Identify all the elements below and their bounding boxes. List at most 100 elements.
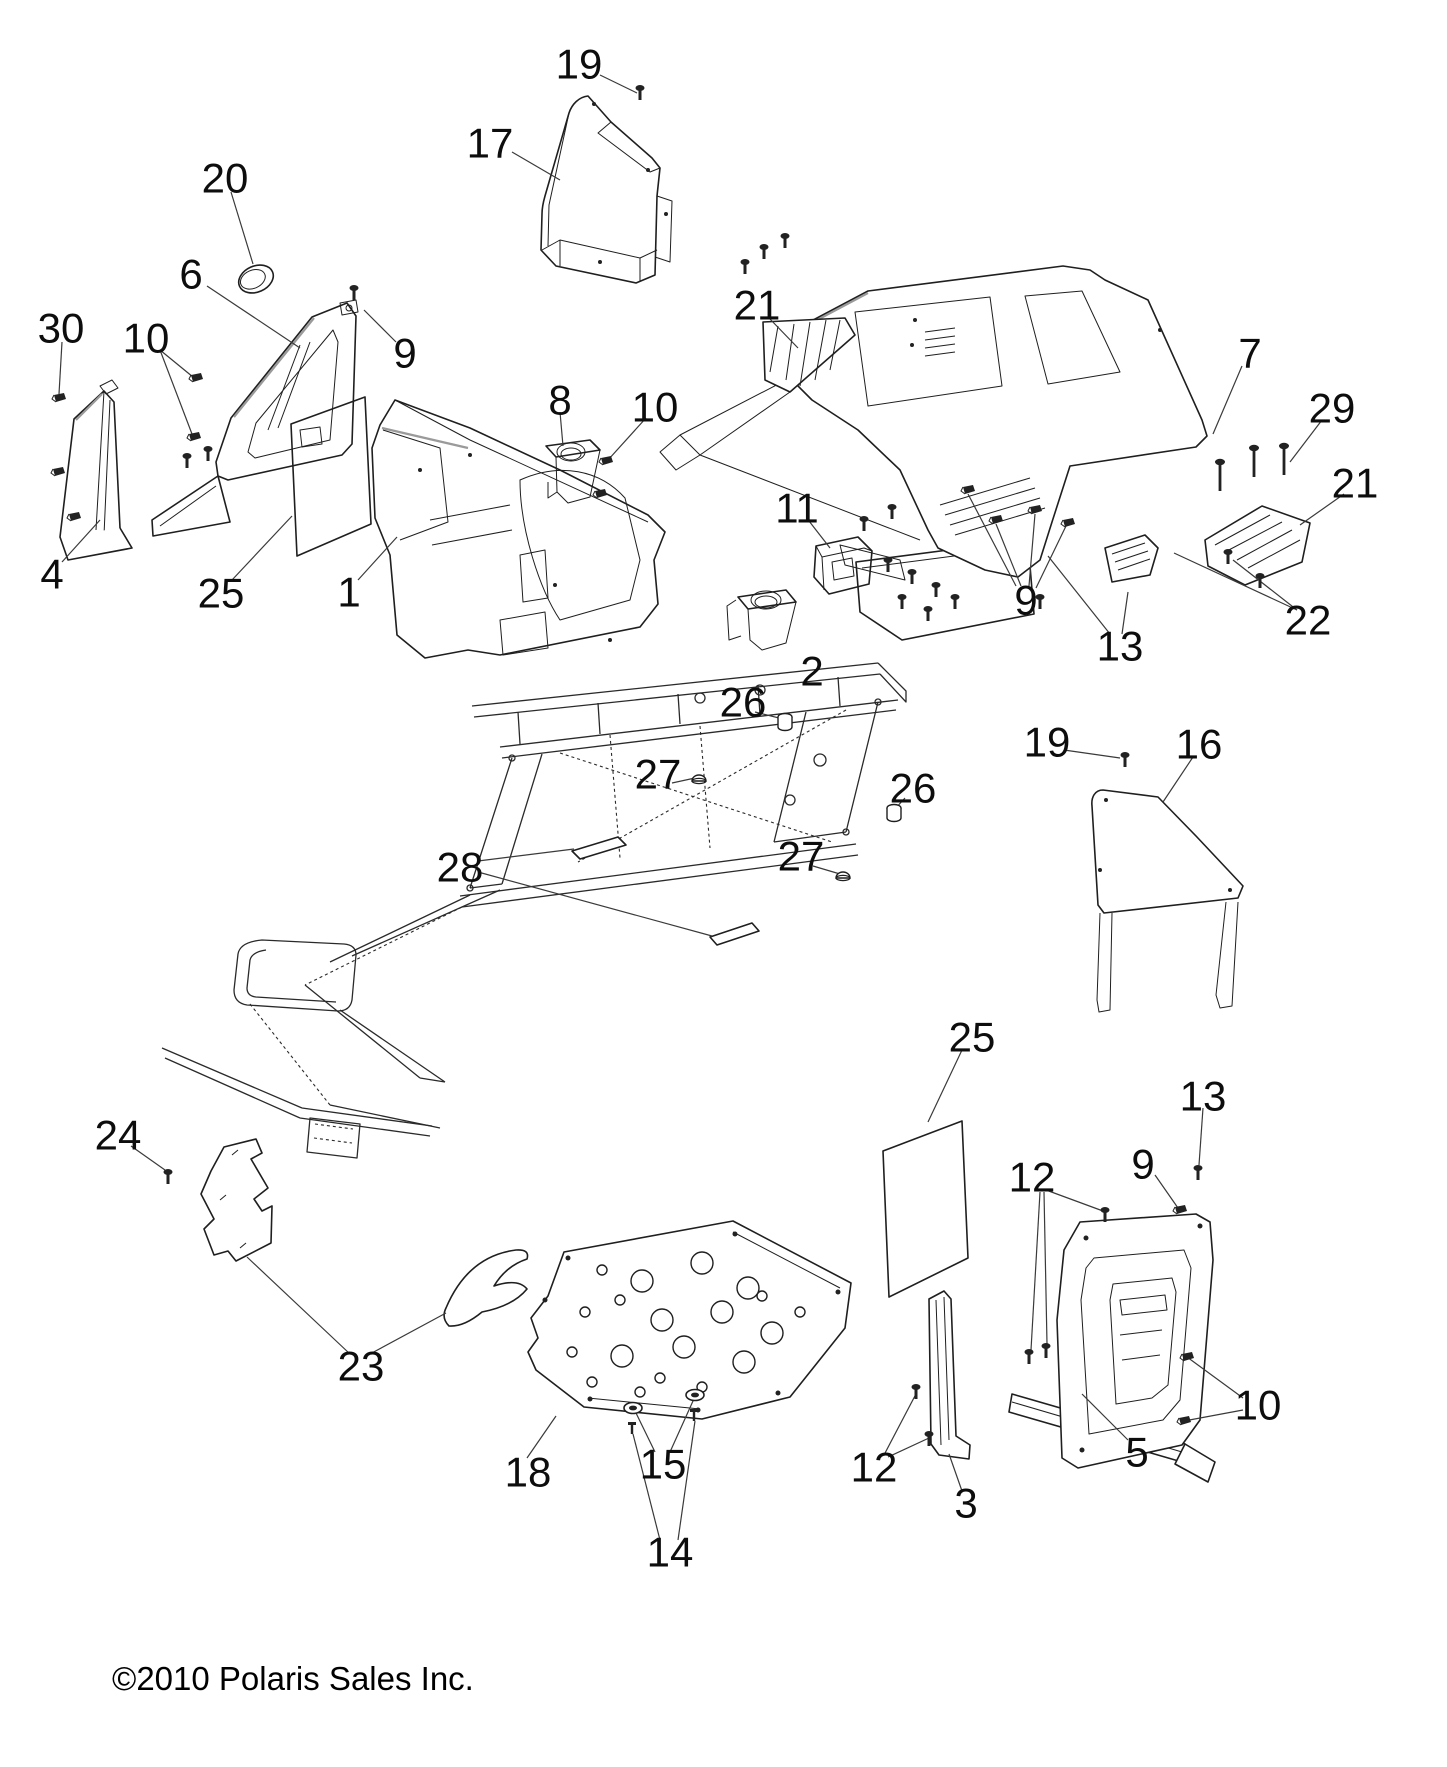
leader-line (635, 1412, 656, 1453)
leader-line (995, 523, 1022, 587)
screw-icon (182, 453, 192, 468)
leader-line (58, 341, 63, 395)
callout-12: 12 (851, 1444, 898, 1491)
callout-18: 18 (505, 1449, 552, 1496)
callout-1: 1 (337, 569, 360, 616)
leader-line (1183, 1409, 1244, 1422)
screw-icon (931, 582, 941, 597)
leader-line (230, 191, 254, 265)
callout-27: 27 (778, 833, 825, 880)
screw-icon (759, 244, 769, 259)
leader-line (130, 1145, 166, 1171)
screw-icon (349, 285, 359, 300)
part-5-door-panel-drawing (1008, 1213, 1216, 1483)
grommet-icon (623, 1401, 643, 1415)
callout-26: 26 (890, 765, 937, 812)
leader-line (883, 1391, 918, 1456)
screw-icon (950, 594, 960, 609)
leader-line (1186, 1356, 1244, 1399)
leader-line (1162, 756, 1194, 803)
callout-17: 17 (467, 120, 514, 167)
part-8-cup-holder-drawing (545, 439, 601, 504)
leader-line (159, 349, 194, 378)
leader-line (677, 1420, 696, 1541)
callout-11: 11 (775, 485, 819, 532)
leader-line (1154, 1174, 1179, 1209)
pin-icon (628, 1422, 636, 1434)
callout-28: 28 (437, 844, 484, 891)
leader-line (159, 349, 193, 435)
callout-12: 12 (1009, 1154, 1056, 1201)
callout-19: 19 (1024, 719, 1071, 766)
clip-icon (50, 466, 66, 477)
callout-7: 7 (1238, 330, 1261, 377)
leader-line (1173, 552, 1298, 611)
screw-icon (740, 259, 750, 274)
callout-9: 9 (1131, 1141, 1154, 1188)
clip-icon (598, 455, 614, 466)
leader-line (1047, 555, 1111, 635)
callout-14: 14 (647, 1529, 694, 1576)
callout-numbers: 1234567899910101011121213131415161718191… (38, 41, 1379, 1576)
screw-icon (923, 606, 933, 621)
callout-21: 21 (1332, 460, 1379, 507)
part-28-strip-drawing (571, 836, 760, 946)
leader-line (1289, 419, 1323, 463)
leader-line (808, 520, 831, 549)
callout-6: 6 (179, 251, 202, 298)
grommet-icon (685, 1388, 705, 1402)
callout-25: 25 (949, 1014, 996, 1061)
screw-icon (907, 569, 917, 584)
copyright-text: ©2010 Polaris Sales Inc. (112, 1660, 474, 1697)
leader-line (357, 536, 398, 581)
clip-icon (1060, 517, 1076, 528)
leader-line (669, 1400, 694, 1453)
leader-line (599, 74, 638, 94)
callout-10: 10 (1235, 1382, 1282, 1429)
callout-8: 8 (548, 377, 571, 424)
leader-line (1028, 513, 1036, 587)
leader-line (1299, 493, 1345, 526)
part-25-decal-left-drawing (290, 396, 372, 557)
leader-lines (58, 74, 1345, 1541)
callout-5: 5 (1125, 1429, 1148, 1476)
callout-9: 9 (393, 330, 416, 377)
callout-13: 13 (1180, 1073, 1227, 1120)
callout-19: 19 (556, 41, 603, 88)
plug-dome-icon (691, 774, 707, 785)
leader-line (768, 317, 799, 349)
callout-15: 15 (640, 1441, 687, 1488)
clip-icon (188, 372, 204, 383)
leader-line (632, 1433, 661, 1541)
part-7-rear-panel-drawing (659, 265, 1208, 581)
leader-line (477, 848, 575, 862)
leader-line (1081, 1393, 1129, 1441)
leader-line (1035, 525, 1067, 589)
part-3-support-bracket-drawing (928, 1290, 971, 1460)
plug-tall-icon (777, 712, 793, 732)
leader-line (363, 309, 397, 343)
leader-line (511, 151, 561, 181)
leader-line (526, 1415, 557, 1459)
leader-line (1198, 1107, 1204, 1166)
leader-line (967, 493, 1017, 587)
part-23-mudflap-drawing (200, 1138, 529, 1327)
callout-3: 3 (954, 1480, 977, 1527)
leader-line (1063, 749, 1121, 759)
leader-line (812, 865, 841, 875)
callout-10: 10 (123, 315, 170, 362)
part-17-box-drawing (540, 95, 673, 284)
callout-30: 30 (38, 305, 85, 352)
leader-line (887, 1437, 930, 1458)
screw-icon (1041, 1343, 1051, 1358)
part-6-door-frame-drawing (151, 299, 359, 537)
callout-16: 16 (1176, 721, 1223, 768)
clip-icon (186, 431, 202, 442)
part-20-ring-drawing (237, 264, 275, 294)
callout-29: 29 (1309, 385, 1356, 432)
callout-21: 21 (734, 282, 781, 329)
screw-icon (897, 594, 907, 609)
screw-long-icon (1279, 442, 1289, 475)
